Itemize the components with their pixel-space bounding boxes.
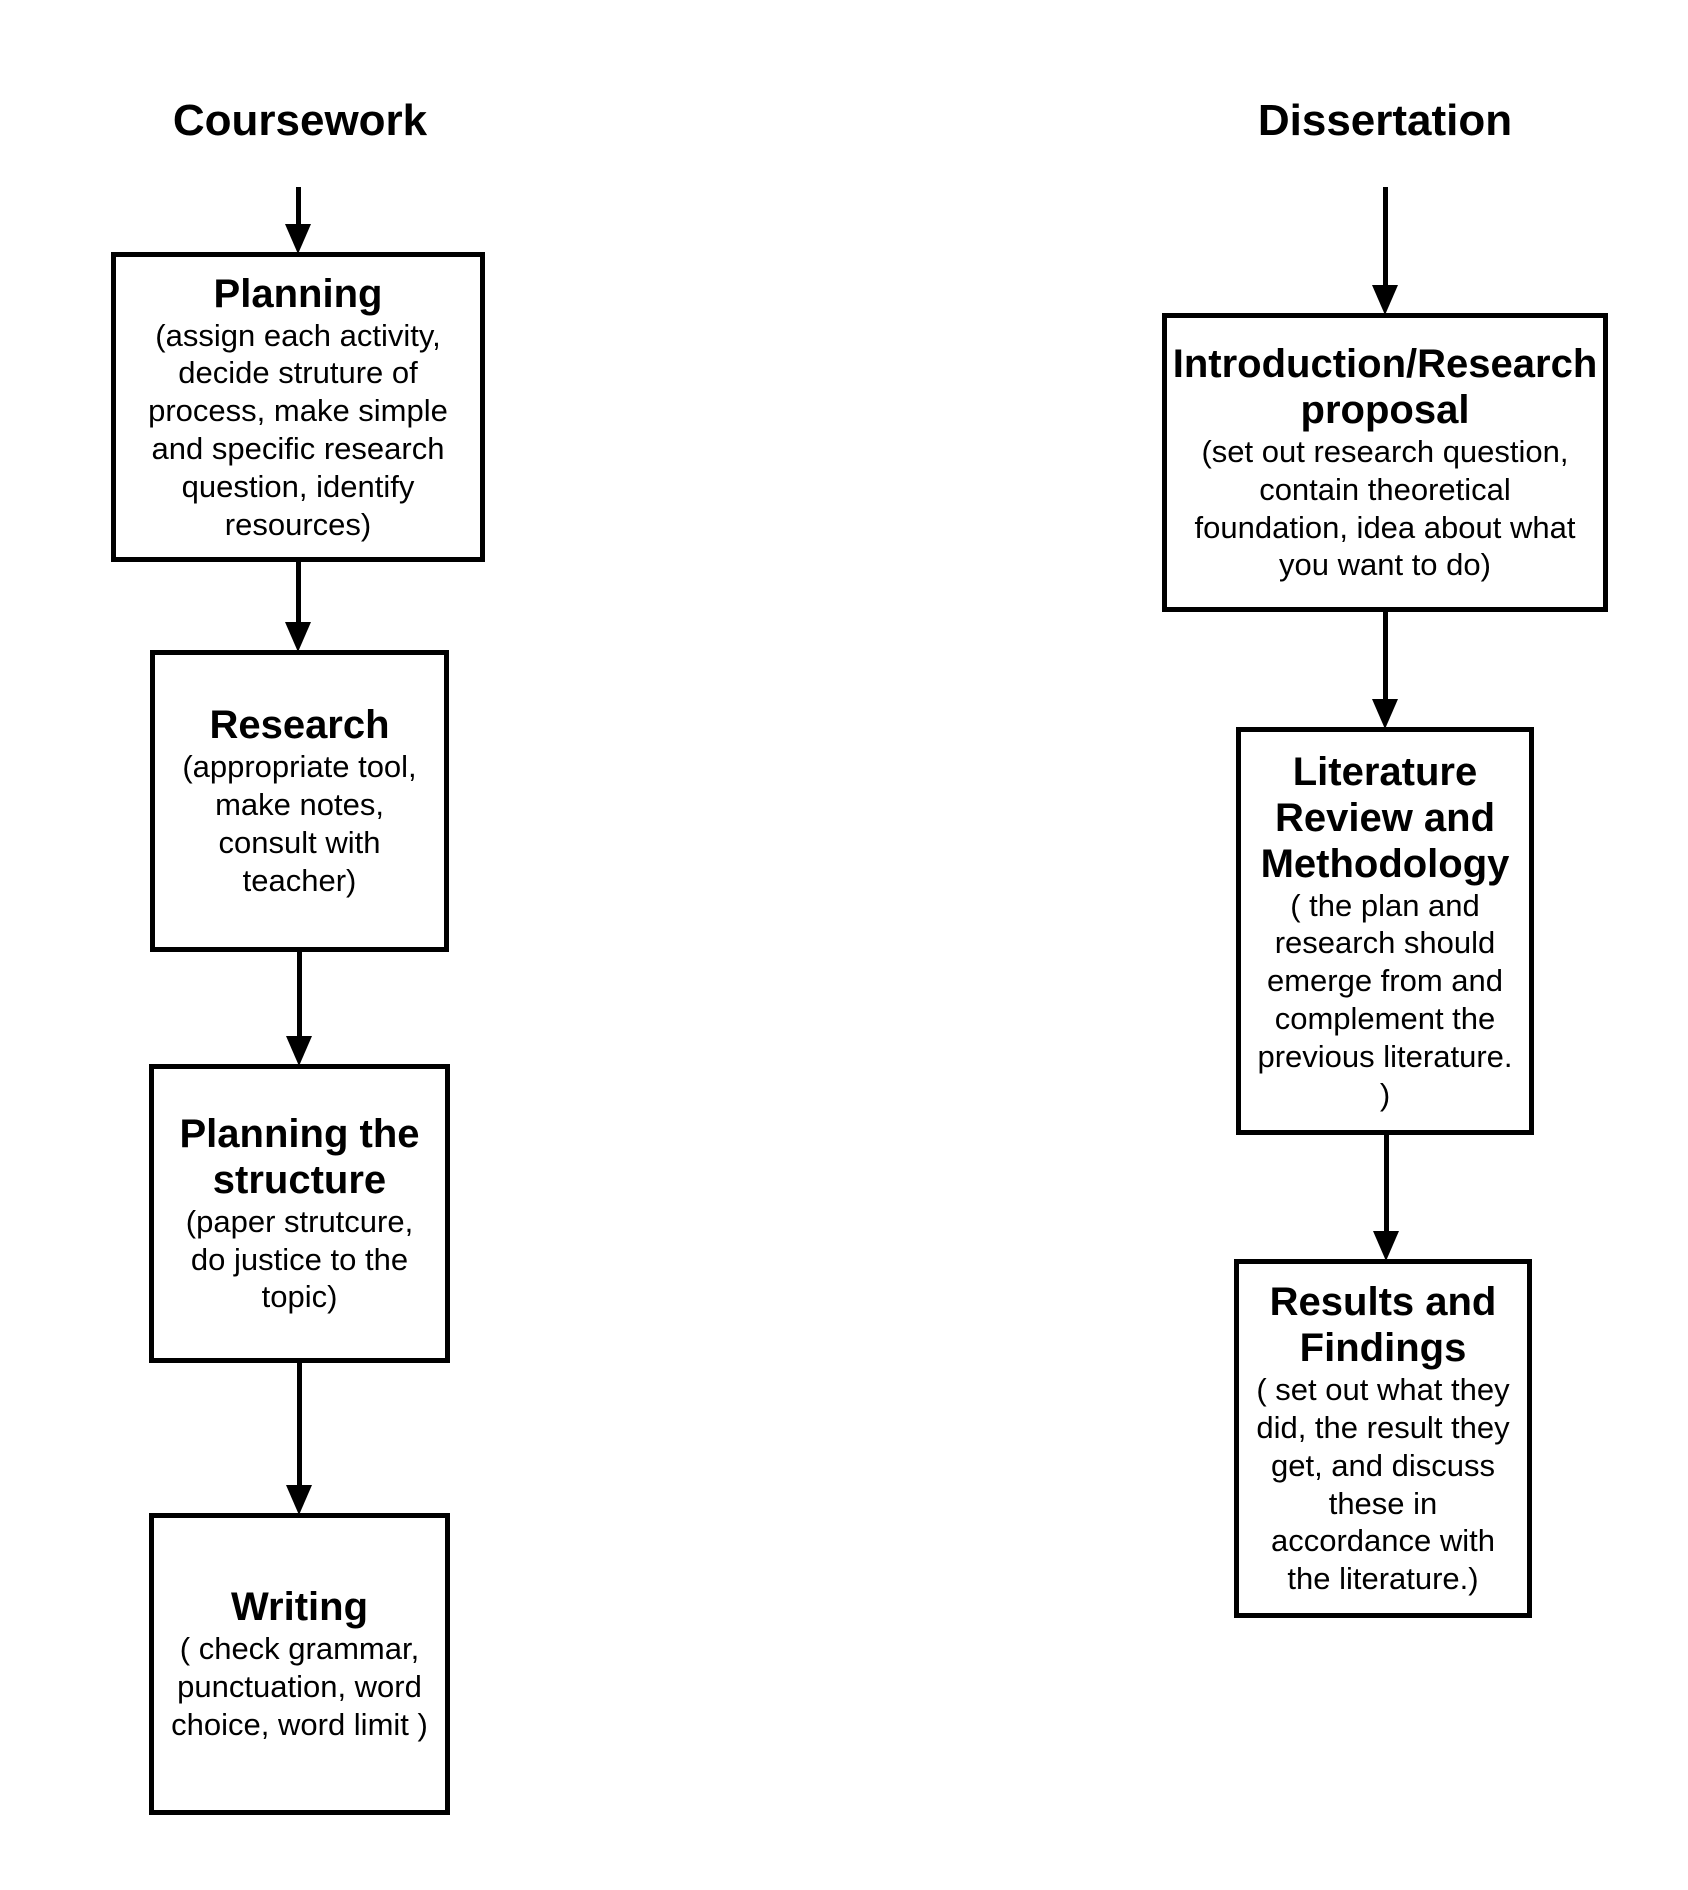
arrow-head-icon: [285, 622, 311, 652]
flow-arrow: [1371, 187, 1399, 315]
box-planning-structure-body: (paper strutcure, do justice to the topi…: [185, 1203, 414, 1315]
box-introduction-research-proposal: Introduction/Research proposal (set out …: [1162, 313, 1608, 612]
arrow-line: [295, 187, 301, 224]
box-writing-title: Writing: [230, 1585, 368, 1630]
flow-arrow: [284, 562, 312, 652]
column-title-coursework: Coursework: [172, 96, 428, 145]
box-planning: Planning (assign each activity, decide s…: [111, 252, 485, 562]
arrow-head-icon: [1373, 1231, 1399, 1261]
arrow-head-icon: [1372, 699, 1398, 729]
box-research: Research (appropriate tool, make notes, …: [150, 650, 449, 952]
box-results-findings-title: Results and Findings: [1269, 1280, 1497, 1371]
box-research-title: Research: [209, 703, 390, 748]
box-introduction-research-proposal-body: (set out research question, contain theo…: [1194, 433, 1576, 583]
arrow-line: [1382, 187, 1388, 285]
arrow-line: [1383, 1135, 1389, 1231]
box-literature-review-methodology: Literature Review and Methodology ( the …: [1236, 727, 1534, 1135]
arrow-line: [296, 952, 302, 1036]
arrow-head-icon: [1372, 285, 1398, 315]
box-introduction-research-proposal-title: Introduction/Research proposal: [1172, 341, 1598, 432]
arrow-line: [1382, 612, 1388, 699]
box-writing: Writing ( check grammar, punctuation, wo…: [149, 1513, 450, 1815]
box-planning-title: Planning: [213, 271, 383, 316]
box-results-findings-body: ( set out what they did, the result they…: [1256, 1372, 1510, 1597]
box-planning-structure-title: Planning the structure: [179, 1111, 420, 1202]
flow-arrow: [1372, 1135, 1400, 1261]
box-research-body: (appropriate tool, make notes, consult w…: [182, 749, 417, 898]
arrow-line: [296, 1363, 302, 1485]
box-planning-structure: Planning the structure (paper strutcure,…: [149, 1064, 450, 1363]
box-literature-review-methodology-body: ( the plan and research should emerge fr…: [1257, 887, 1513, 1112]
arrow-line: [295, 562, 301, 622]
column-title-dissertation: Dissertation: [1257, 96, 1513, 145]
flow-arrow: [285, 952, 313, 1066]
flow-arrow: [1371, 612, 1399, 729]
arrow-head-icon: [285, 224, 311, 254]
flow-arrow: [285, 1363, 313, 1515]
arrow-head-icon: [286, 1485, 312, 1515]
box-writing-body: ( check grammar, punctuation, word choic…: [171, 1631, 428, 1742]
box-results-findings: Results and Findings ( set out what they…: [1234, 1259, 1532, 1618]
flow-arrow: [284, 187, 312, 254]
box-literature-review-methodology-title: Literature Review and Methodology: [1260, 749, 1510, 886]
arrow-head-icon: [286, 1036, 312, 1066]
box-planning-body: (assign each activity, decide struture o…: [148, 317, 448, 542]
